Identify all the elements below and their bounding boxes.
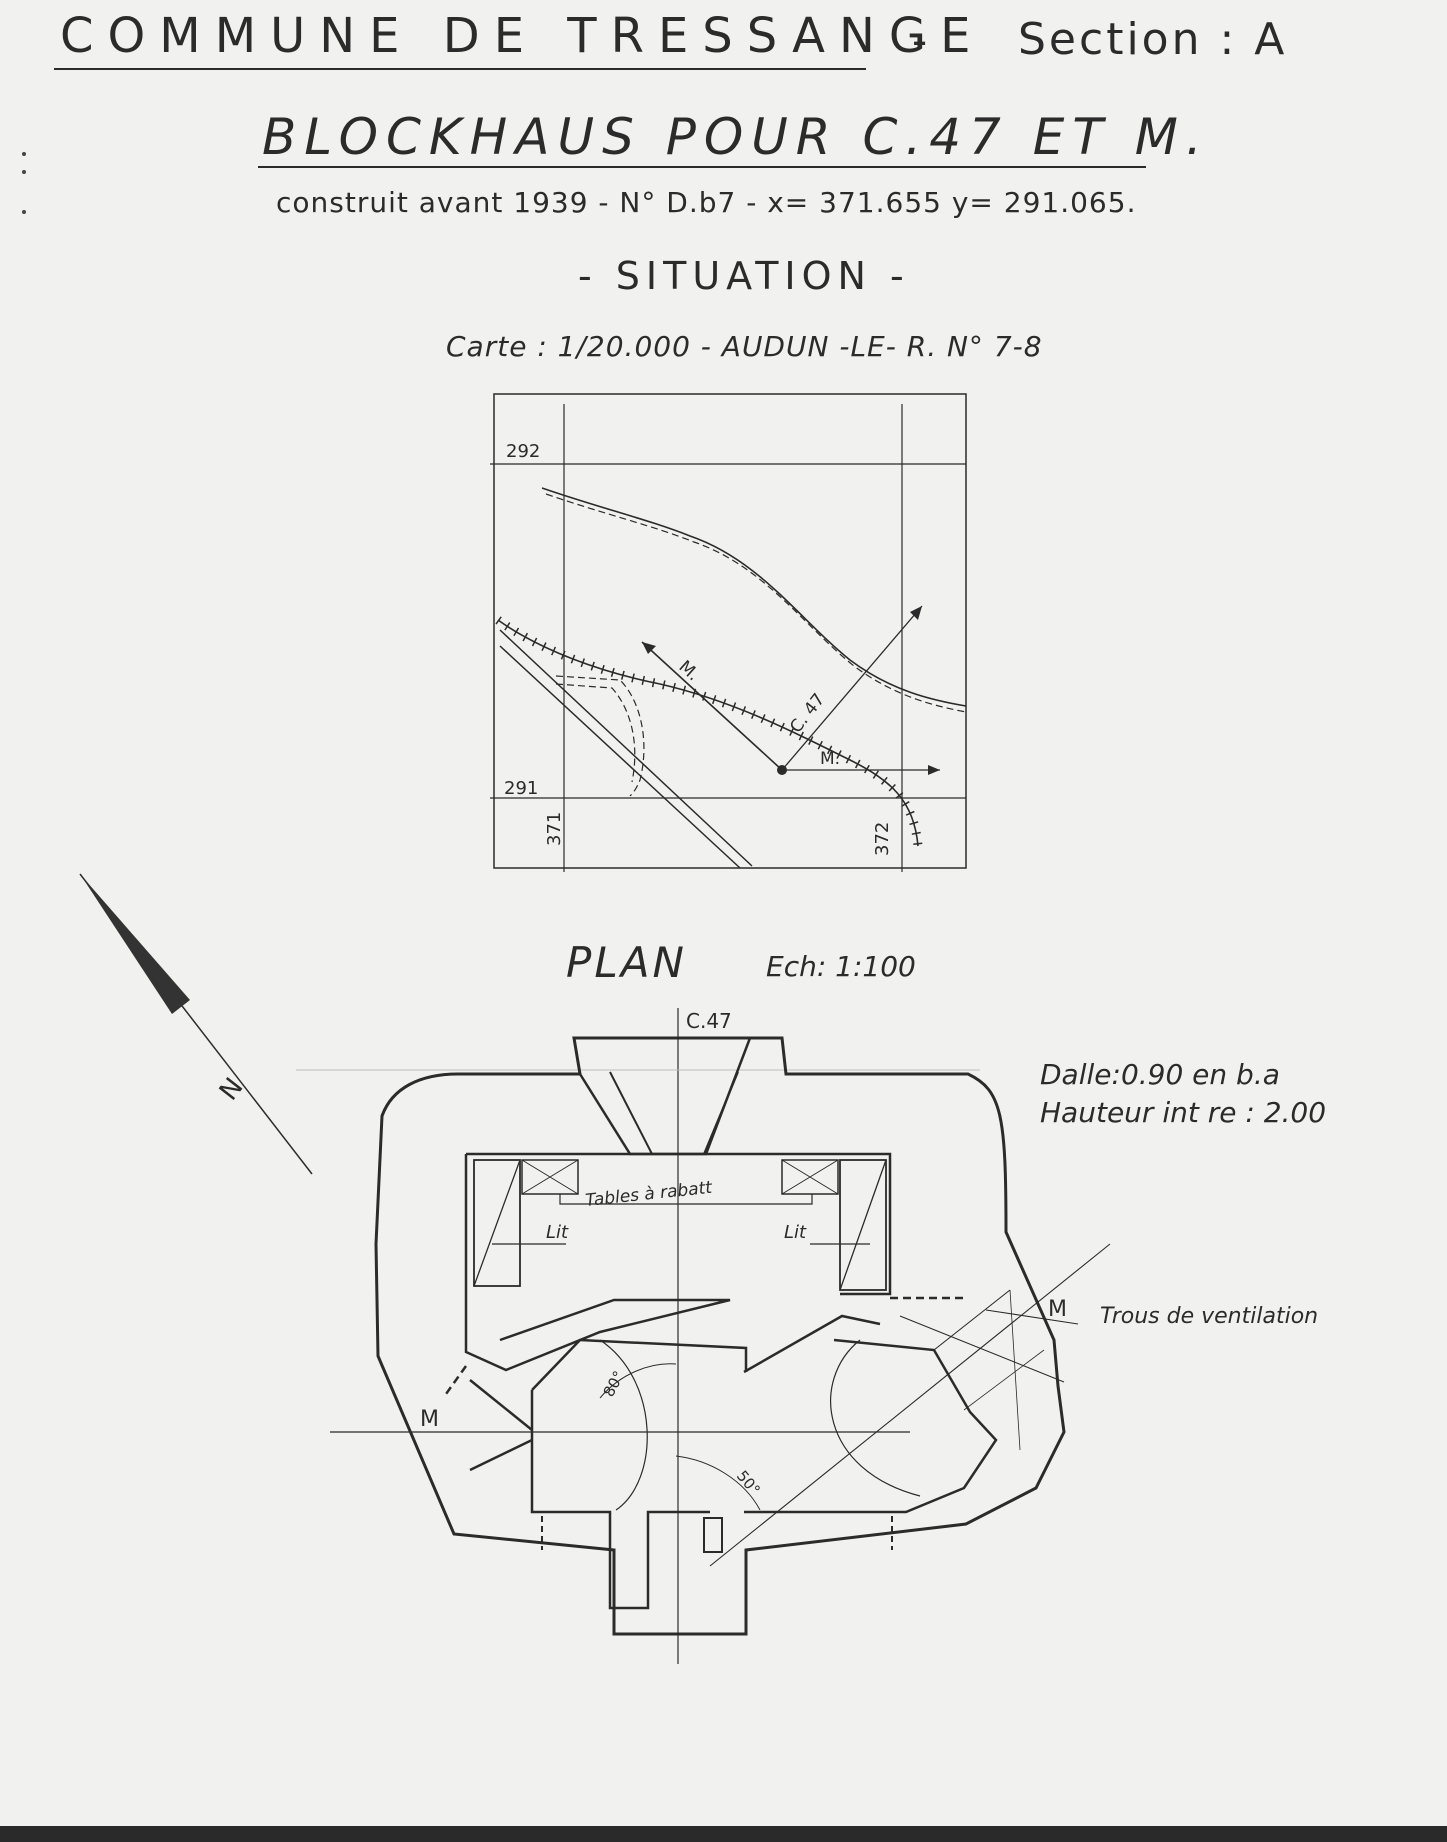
c47-axis-label: C.47 [686, 1009, 732, 1033]
bunk-right [839, 1159, 887, 1291]
tables-label: Tables à rabatt [584, 1178, 714, 1211]
grid-label-371: 371 [544, 812, 565, 846]
bunker-plan: C.47 Tables à rabatt Lit Lit M M 80° 50° [296, 1008, 1111, 1664]
header-underline [54, 68, 866, 70]
embrasure-cheek [609, 1071, 653, 1155]
angle-arc-80 [599, 1363, 677, 1399]
ventilation-label: Trous de ventilation [1100, 1304, 1319, 1329]
firing-line-c47 [781, 605, 923, 771]
road-diagonal-b [499, 645, 741, 869]
slab-note: Dalle:0.90 en b.a [1040, 1058, 1280, 1091]
header-section: Section : A [1018, 14, 1288, 65]
header-commune: COMMUNE DE TRESSANGE [60, 8, 985, 64]
room-left-lower [530, 1390, 710, 1610]
bunk-left [473, 1159, 521, 1287]
margin-mark [22, 210, 26, 214]
map-reference: Carte : 1/20.000 - AUDUN -LE- R. N° 7-8 [446, 330, 1043, 363]
label-m-lower: M. [820, 749, 840, 769]
grid-label-372: 372 [872, 822, 893, 856]
grid-label-292: 292 [506, 441, 540, 462]
road-upper-dashed [545, 493, 967, 713]
railway-ticks [495, 616, 923, 847]
firing-line-m-upper [641, 641, 783, 771]
arrowhead [910, 606, 922, 620]
north-arrow-head [80, 874, 190, 1014]
firing-arc-left [599, 1339, 648, 1511]
scan-bottom-edge [0, 1826, 1447, 1842]
road-diagonal-a [499, 629, 753, 867]
north-label: N [214, 1073, 250, 1107]
header-dash: - [912, 16, 928, 65]
table-bracket [559, 1194, 813, 1205]
room-left-wall [531, 1338, 748, 1391]
lit-left-label: Lit [546, 1222, 569, 1243]
inner-wall-left [464, 1154, 731, 1372]
road-upper [541, 487, 967, 707]
m-right-label: M [1048, 1297, 1067, 1322]
height-note: Hauteur int re : 2.00 [1040, 1096, 1327, 1129]
inner-wall-right [743, 1314, 881, 1374]
drawing-title: BLOCKHAUS POUR C.47 ET M. [262, 108, 1210, 166]
sight-line-m [709, 1243, 1111, 1567]
label-m-upper: M. [675, 657, 703, 685]
plan-title: PLAN [566, 938, 687, 987]
title-underline [258, 166, 1146, 168]
c47-embrasure [578, 1037, 752, 1156]
outer-wall [374, 1036, 1066, 1636]
track-dashed-a [555, 675, 645, 797]
arrowhead [928, 765, 940, 775]
label-c47-direction: C. 47 [786, 690, 829, 737]
grid-label-291: 291 [504, 778, 538, 799]
arrowhead [642, 642, 656, 654]
track-dashed-b [555, 683, 636, 783]
margin-mark [22, 152, 26, 156]
door [703, 1517, 723, 1553]
table-right [781, 1159, 839, 1195]
embrasure-cheek [703, 1071, 739, 1155]
margin-mark [22, 170, 26, 174]
inner-wall-top [466, 1152, 892, 1296]
lit-right-label: Lit [784, 1222, 807, 1243]
situation-heading: - SITUATION - [578, 254, 910, 298]
angle-arc-50 [675, 1455, 761, 1511]
table-left [521, 1159, 579, 1195]
situation-map: 292 291 371 372 M. C. 47 [490, 393, 967, 872]
construction-info: construit avant 1939 - N° D.b7 - x= 371.… [276, 186, 1137, 219]
plan-scale: Ech: 1:100 [766, 950, 916, 983]
m-left-label: M [420, 1407, 439, 1432]
firing-arc-right [830, 1339, 921, 1497]
north-arrow: N [79, 873, 313, 1175]
map-frame [493, 393, 967, 869]
